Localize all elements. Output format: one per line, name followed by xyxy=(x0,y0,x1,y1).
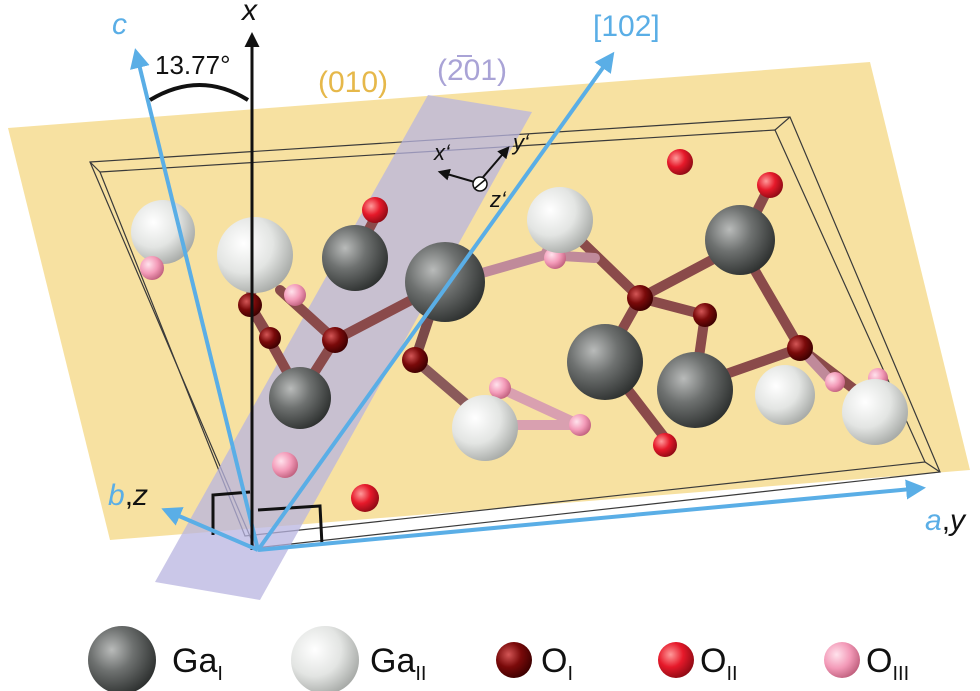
legend-label-ga-i: GaI xyxy=(172,642,223,685)
atom-o-i xyxy=(627,285,653,311)
axes xyxy=(130,32,926,552)
atom-ga-i xyxy=(269,367,331,429)
atom-ga-i xyxy=(567,324,643,400)
label-plane-201: (201) xyxy=(437,54,507,87)
axis-b xyxy=(161,507,259,552)
label-angle: 13.77° xyxy=(155,50,230,80)
axis-102 xyxy=(256,51,615,552)
atom-o-i xyxy=(693,303,717,327)
atom-ga-ii xyxy=(452,395,518,461)
legend-swatch-ga-ii xyxy=(291,626,359,691)
atom-o-i xyxy=(402,347,428,373)
atoms xyxy=(131,149,908,512)
atom-o-iii xyxy=(489,377,511,399)
atom-ga-ii xyxy=(217,217,293,293)
atom-o-iii xyxy=(284,284,306,306)
angle-arc xyxy=(148,83,250,102)
atom-o-ii xyxy=(362,197,388,223)
atom-ga-i xyxy=(657,352,733,428)
legend-swatch-ga-i xyxy=(88,626,156,691)
atom-o-i xyxy=(259,327,281,349)
label-y-prime: y‘ xyxy=(511,130,530,155)
legend-label-o-i: OI xyxy=(541,642,573,685)
atom-ga-ii xyxy=(131,200,195,264)
legend-label-ga-ii: GaII xyxy=(370,642,426,685)
label-y: y xyxy=(948,504,967,537)
atom-o-i xyxy=(787,335,813,361)
atom-o-i xyxy=(322,327,348,353)
atom-o-iii xyxy=(825,372,845,392)
label-z: z xyxy=(132,479,148,512)
label-b-z: b,z xyxy=(108,479,148,512)
axis-c xyxy=(130,48,260,551)
legend: GaI GaII OI OII OIII xyxy=(88,626,909,691)
axis-a xyxy=(257,479,926,552)
label-direction-102: [102] xyxy=(593,10,660,43)
atom-ga-i xyxy=(405,242,485,322)
atom-o-ii xyxy=(351,484,379,512)
atom-ga-i xyxy=(705,205,775,275)
atom-o-iii xyxy=(569,414,591,436)
right-angle-marks xyxy=(211,490,324,546)
atom-o-iii xyxy=(140,256,164,280)
label-a: a xyxy=(925,504,942,537)
legend-label-o-iii: OIII xyxy=(866,642,909,685)
label-z-prime: z‘ xyxy=(489,187,507,212)
atom-o-ii xyxy=(667,149,693,175)
label-comma-ay: , xyxy=(942,504,950,537)
atom-o-i xyxy=(238,293,262,317)
label-comma-bz: , xyxy=(125,479,133,512)
label-x: x xyxy=(240,0,258,27)
label-plane-010: (010) xyxy=(318,66,388,99)
label-x-prime: x‘ xyxy=(433,140,451,165)
atom-ga-ii xyxy=(755,365,815,425)
atom-ga-ii xyxy=(527,187,593,253)
legend-swatch-o-iii xyxy=(824,642,860,678)
legend-label-o-ii: OII xyxy=(700,642,738,685)
label-c: c xyxy=(112,8,127,41)
atom-ga-i xyxy=(322,225,388,291)
legend-swatch-o-ii xyxy=(658,642,694,678)
atom-ga-ii xyxy=(842,379,908,445)
atom-o-iii xyxy=(272,452,298,478)
atom-o-ii xyxy=(757,172,783,198)
local-frame xyxy=(437,146,510,192)
legend-swatch-o-i xyxy=(496,642,532,678)
label-b: b xyxy=(108,479,125,512)
label-a-y: a,y xyxy=(925,504,967,537)
atom-o-ii xyxy=(653,433,677,457)
